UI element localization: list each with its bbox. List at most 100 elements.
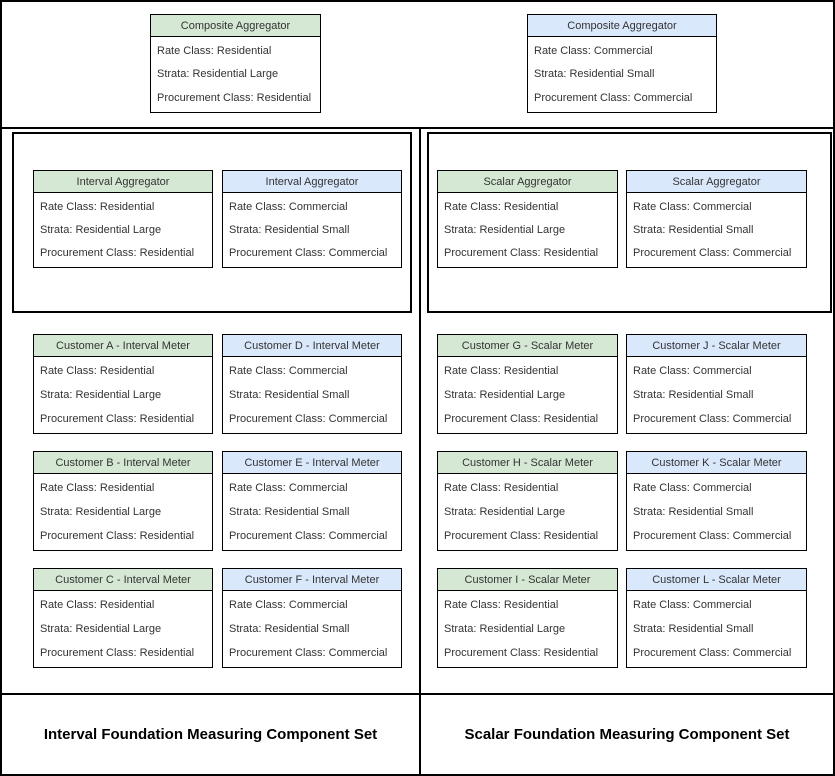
procurement-class-line: Procurement Class: Residential (444, 413, 599, 425)
box-body: Rate Class: Commercial Strata: Residenti… (223, 357, 401, 433)
strata-line: Strata: Residential Large (444, 223, 566, 236)
composite-aggregator-residential-box: Composite Aggregator Rate Class: Residen… (150, 14, 321, 113)
box-body: Rate Class: Commercial Strata: Residenti… (627, 193, 806, 267)
strata-line: Strata: Residential Small (229, 389, 350, 401)
rate-class-line: Rate Class: Commercial (229, 599, 348, 611)
customer-d-interval-meter-box: Customer D - Interval Meter Rate Class: … (222, 334, 402, 434)
box-body: Rate Class: Commercial Strata: Residenti… (223, 193, 401, 267)
procurement-class-line: Procurement Class: Residential (40, 247, 195, 260)
strata-line: Strata: Residential Small (229, 623, 350, 635)
procurement-class-line: Procurement Class: Residential (444, 530, 599, 542)
strata-line: Strata: Residential Large (40, 223, 162, 236)
composite-aggregator-commercial-box: Composite Aggregator Rate Class: Commerc… (527, 14, 717, 113)
rate-class-line: Rate Class: Residential (40, 482, 155, 494)
strata-line: Strata: Residential Large (40, 506, 162, 518)
rate-class-line: Rate Class: Commercial (229, 482, 348, 494)
rate-class-line: Rate Class: Commercial (633, 482, 752, 494)
interval-lane: Interval Aggregator Rate Class: Resident… (2, 129, 421, 774)
scalar-aggregator-residential-box: Scalar Aggregator Rate Class: Residentia… (437, 170, 618, 268)
box-title: Customer J - Scalar Meter (627, 335, 806, 357)
rate-class-line: Rate Class: Commercial (633, 365, 752, 377)
procurement-class-line: Procurement Class: Commercial (229, 413, 388, 425)
box-body: Rate Class: Residential Strata: Resident… (34, 193, 212, 267)
rate-class-line: Rate Class: Residential (40, 599, 155, 611)
rate-class-line: Rate Class: Commercial (229, 200, 348, 213)
strata-line: Strata: Residential Large (40, 389, 162, 401)
rate-class-line: Rate Class: Residential (40, 365, 155, 377)
rate-class-line: Rate Class: Residential (444, 482, 559, 494)
procurement-class-line: Procurement Class: Residential (40, 413, 195, 425)
box-title: Customer D - Interval Meter (223, 335, 401, 357)
box-body: Rate Class: Commercial Strata: Residenti… (223, 474, 401, 550)
procurement-class-line: Procurement Class: Commercial (229, 647, 388, 659)
rate-class-line: Rate Class: Residential (40, 200, 155, 213)
box-title: Scalar Aggregator (438, 171, 617, 193)
procurement-class-line: Procurement Class: Commercial (633, 413, 792, 425)
procurement-class-line: Procurement Class: Residential (444, 647, 599, 659)
composite-aggregator-band: Composite Aggregator Rate Class: Residen… (2, 2, 833, 129)
box-body: Rate Class: Commercial Strata: Residenti… (627, 357, 806, 433)
scalar-lane-footer: Scalar Foundation Measuring Component Se… (421, 693, 833, 774)
customer-j-scalar-meter-box: Customer J - Scalar Meter Rate Class: Co… (626, 334, 807, 434)
strata-line: Strata: Residential Small (534, 68, 655, 81)
strata-line: Strata: Residential Large (444, 389, 566, 401)
interval-lane-footer: Interval Foundation Measuring Component … (2, 693, 419, 774)
box-title: Customer B - Interval Meter (34, 452, 212, 474)
customer-e-interval-meter-box: Customer E - Interval Meter Rate Class: … (222, 451, 402, 551)
box-title: Customer F - Interval Meter (223, 569, 401, 591)
box-title: Scalar Aggregator (627, 171, 806, 193)
interval-lane-label: Interval Foundation Measuring Component … (43, 726, 378, 743)
box-title: Interval Aggregator (34, 171, 212, 193)
box-body: Rate Class: Residential Strata: Resident… (34, 474, 212, 550)
strata-line: Strata: Residential Small (229, 223, 350, 236)
rate-class-line: Rate Class: Commercial (229, 365, 348, 377)
procurement-class-line: Procurement Class: Residential (40, 530, 195, 542)
box-body: Rate Class: Commercial Strata: Residenti… (627, 591, 806, 667)
rate-class-line: Rate Class: Commercial (633, 599, 752, 611)
customer-i-scalar-meter-box: Customer I - Scalar Meter Rate Class: Re… (437, 568, 618, 668)
scalar-aggregator-commercial-box: Scalar Aggregator Rate Class: Commercial… (626, 170, 807, 268)
box-title: Customer H - Scalar Meter (438, 452, 617, 474)
scalar-lane-label: Scalar Foundation Measuring Component Se… (464, 726, 790, 743)
procurement-class-line: Procurement Class: Commercial (229, 530, 388, 542)
procurement-class-line: Procurement Class: Commercial (229, 247, 388, 260)
procurement-class-line: Procurement Class: Residential (40, 647, 195, 659)
procurement-class-line: Procurement Class: Commercial (633, 530, 792, 542)
strata-line: Strata: Residential Small (633, 506, 754, 518)
box-title: Interval Aggregator (223, 171, 401, 193)
rate-class-line: Rate Class: Residential (444, 200, 559, 213)
box-title: Customer L - Scalar Meter (627, 569, 806, 591)
foundation-lanes: Interval Aggregator Rate Class: Resident… (2, 129, 833, 774)
interval-aggregator-residential-box: Interval Aggregator Rate Class: Resident… (33, 170, 213, 268)
strata-line: Strata: Residential Small (633, 389, 754, 401)
box-body: Rate Class: Commercial Strata: Residenti… (528, 37, 716, 112)
customer-l-scalar-meter-box: Customer L - Scalar Meter Rate Class: Co… (626, 568, 807, 668)
customer-b-interval-meter-box: Customer B - Interval Meter Rate Class: … (33, 451, 213, 551)
customer-a-interval-meter-box: Customer A - Interval Meter Rate Class: … (33, 334, 213, 434)
strata-line: Strata: Residential Small (633, 223, 754, 236)
procurement-class-line: Procurement Class: Residential (444, 247, 599, 260)
customer-g-scalar-meter-box: Customer G - Scalar Meter Rate Class: Re… (437, 334, 618, 434)
strata-line: Strata: Residential Large (157, 68, 279, 81)
rate-class-line: Rate Class: Residential (157, 44, 272, 57)
rate-class-line: Rate Class: Commercial (633, 200, 752, 213)
box-title: Customer E - Interval Meter (223, 452, 401, 474)
customer-k-scalar-meter-box: Customer K - Scalar Meter Rate Class: Co… (626, 451, 807, 551)
rate-class-line: Rate Class: Commercial (534, 44, 653, 57)
scalar-lane: Scalar Aggregator Rate Class: Residentia… (421, 129, 833, 774)
box-title: Customer I - Scalar Meter (438, 569, 617, 591)
box-body: Rate Class: Commercial Strata: Residenti… (223, 591, 401, 667)
box-body: Rate Class: Residential Strata: Resident… (438, 193, 617, 267)
box-body: Rate Class: Residential Strata: Resident… (438, 357, 617, 433)
box-body: Rate Class: Residential Strata: Resident… (34, 357, 212, 433)
box-body: Rate Class: Residential Strata: Resident… (34, 591, 212, 667)
box-title: Composite Aggregator (528, 15, 716, 37)
rate-class-line: Rate Class: Residential (444, 365, 559, 377)
box-body: Rate Class: Residential Strata: Resident… (438, 591, 617, 667)
procurement-class-line: Procurement Class: Commercial (633, 647, 792, 659)
strata-line: Strata: Residential Large (444, 623, 566, 635)
procurement-class-line: Procurement Class: Commercial (534, 92, 693, 105)
interval-aggregator-commercial-box: Interval Aggregator Rate Class: Commerci… (222, 170, 402, 268)
scalar-aggregator-panel: Scalar Aggregator Rate Class: Residentia… (427, 132, 832, 313)
